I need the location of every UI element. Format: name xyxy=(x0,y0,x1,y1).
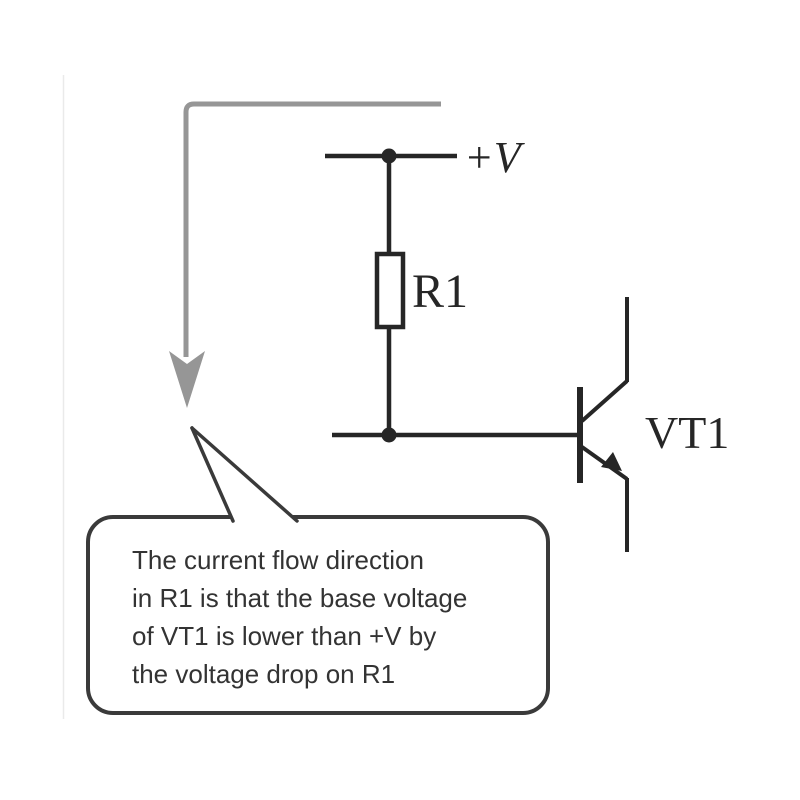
callout-line: The current flow direction xyxy=(132,545,424,575)
callout-tail-right-edge xyxy=(190,426,299,523)
current-direction-arrowhead-icon xyxy=(169,351,205,408)
resistor-label: R1 xyxy=(412,265,468,318)
callout-line: of VT1 is lower than +V by xyxy=(132,621,437,651)
supply-voltage-label: +V xyxy=(464,133,526,182)
callout-line: in R1 is that the base voltage xyxy=(132,583,468,613)
transistor-emitter-arrowhead-icon xyxy=(601,452,622,471)
base-node-junction-dot xyxy=(381,427,397,443)
transistor-label: VT1 xyxy=(645,407,729,458)
callout-line: the voltage drop on R1 xyxy=(132,659,396,689)
resistor-r1-body xyxy=(374,251,406,330)
callout-bubble xyxy=(86,515,550,715)
current-direction-arrow-line xyxy=(183,101,441,357)
callout-tail-left-edge xyxy=(190,426,235,523)
transistor-collector-diagonal xyxy=(580,379,629,423)
callout-text-block: The current flow direction in R1 is that… xyxy=(132,541,542,693)
